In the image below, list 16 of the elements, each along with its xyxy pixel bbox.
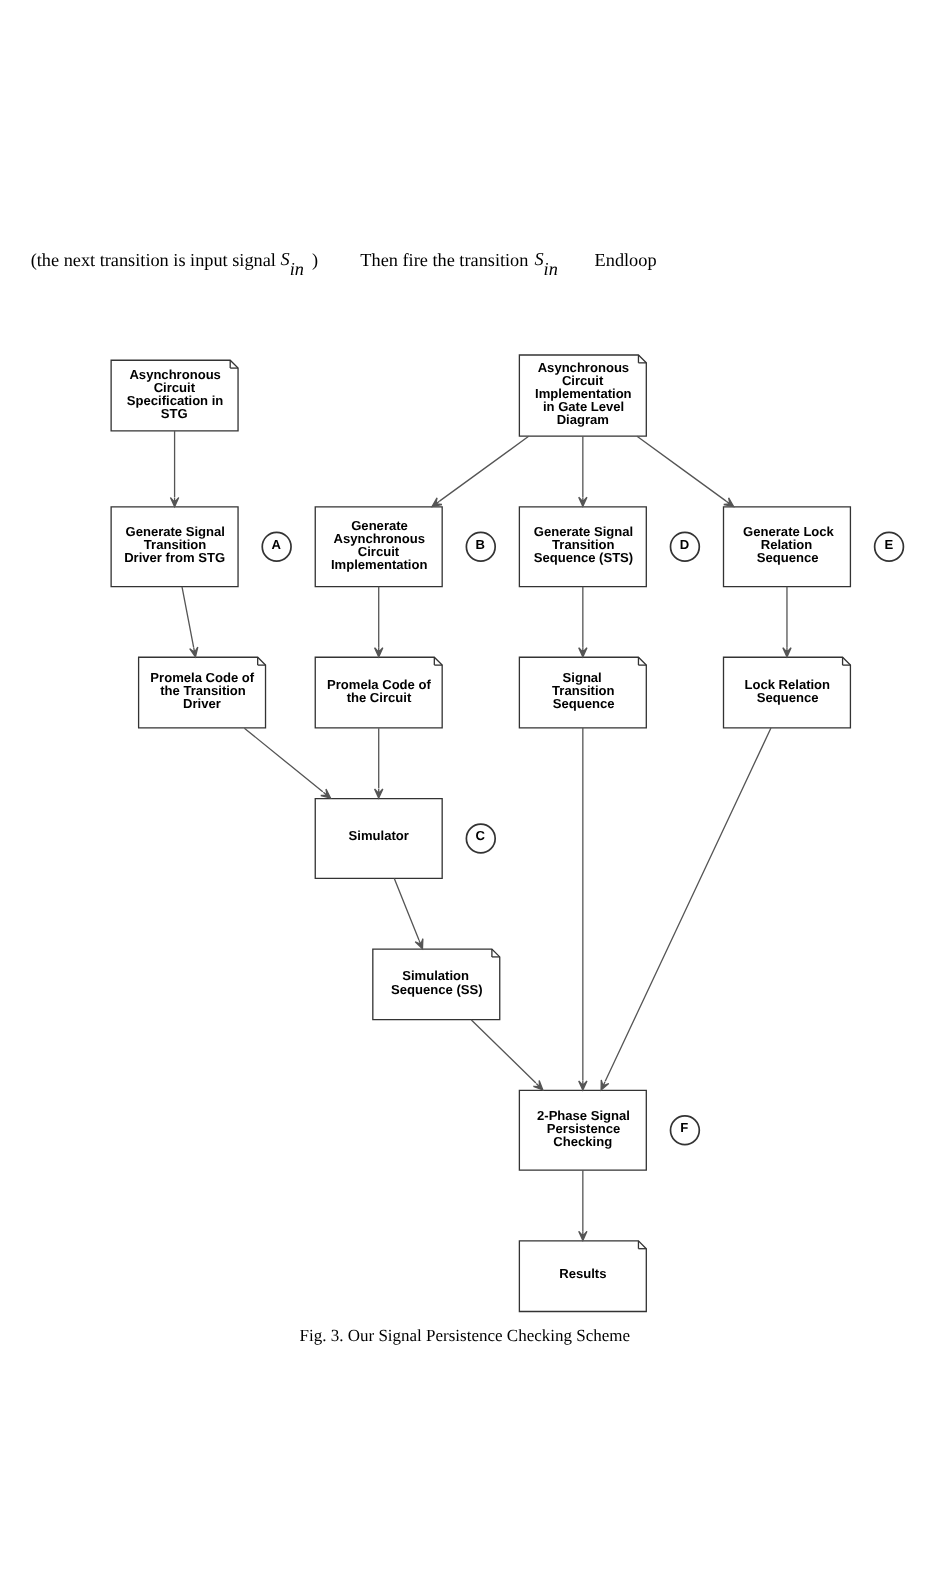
arrow: [600, 726, 772, 1090]
label: Endloop: [594, 248, 657, 269]
arrow: [169, 429, 180, 507]
arrow: [373, 585, 384, 657]
arrow: [393, 876, 424, 949]
arrow: [431, 434, 530, 507]
arrow: [578, 726, 588, 1090]
arrow: [636, 434, 735, 507]
caption: Fig. 3. Our Signal Persistence Checking Scheme: [299, 1323, 631, 1344]
arrow: [373, 726, 384, 798]
arrow: [578, 585, 588, 657]
arrow: [578, 434, 588, 506]
arrow: [782, 585, 792, 657]
arrow: [578, 1168, 588, 1241]
arrow: [470, 1018, 544, 1090]
arrow: [181, 585, 199, 657]
